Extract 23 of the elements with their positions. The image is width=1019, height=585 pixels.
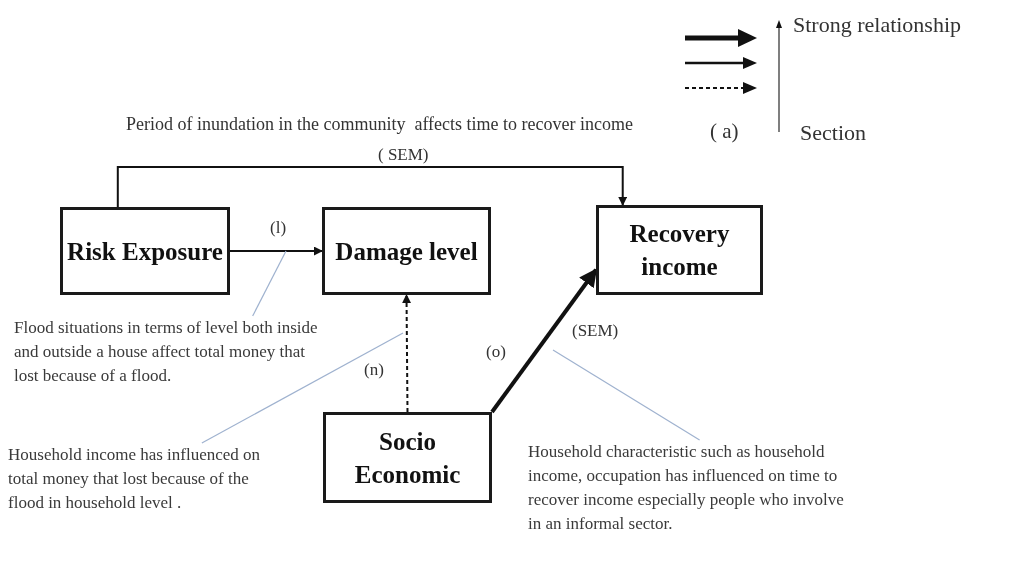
label-text: (SEM): [572, 320, 619, 342]
label-text: ( SEM): [378, 144, 429, 166]
label-text: Section: [800, 119, 866, 147]
leader-line: [201, 332, 404, 444]
concept-box: Recovery income: [596, 205, 763, 295]
leader-line: [252, 250, 287, 317]
label-text: Strong relationship: [793, 11, 962, 39]
label-text: ( a): [710, 118, 739, 145]
edge-label: (o): [486, 342, 506, 362]
edge-label: (n): [364, 360, 384, 380]
label-text: Period of inundation in the community affects time to recover income: [126, 113, 635, 136]
annotation-text: Household characteristic such as household income, occupation has influenced on time to recover income especially people who involve in an informal sector.: [528, 440, 858, 536]
concept-box: Socio Economic: [323, 412, 492, 503]
arrow: [490, 268, 598, 414]
arrow: [402, 294, 412, 413]
arrow: [116, 166, 628, 208]
annotation-text: Flood situations in terms of level both inside and outside a house affect total money that lost because of a flood.: [14, 316, 320, 388]
annotation-text: Household income has influenced on total money that lost because of the flood in household level .: [8, 443, 270, 515]
concept-box: Risk Exposure: [60, 207, 230, 295]
leader-line: [552, 349, 701, 441]
arrow: [229, 246, 323, 256]
concept-box: Damage level: [322, 207, 491, 295]
edge-label: (l): [270, 218, 287, 238]
